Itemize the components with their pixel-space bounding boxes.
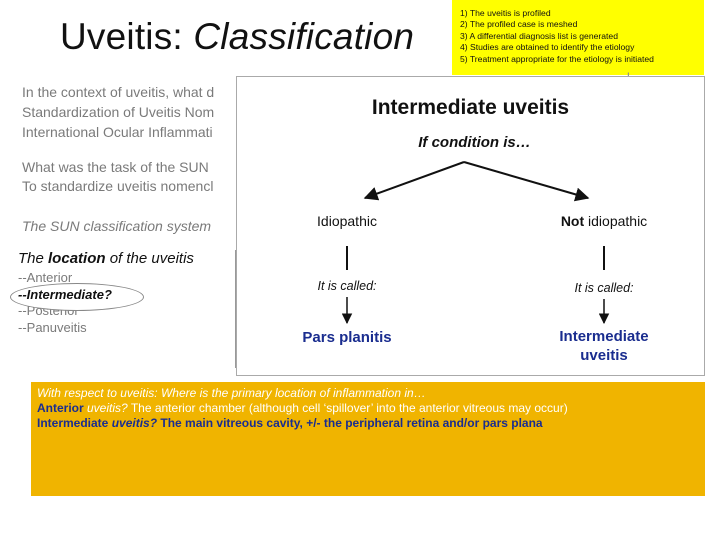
left-called-label: It is called: xyxy=(317,279,377,293)
branch-right-label: Not idiopathic xyxy=(514,213,694,229)
bg-q2-line1: What was the task of the SUN xyxy=(22,159,209,175)
branch-diagram xyxy=(341,161,610,325)
bg-q1-line1: In the context of uveitis, what d xyxy=(22,84,215,100)
result-left-name: Pars planitis xyxy=(302,329,392,346)
right-head-bold: Not xyxy=(560,213,585,229)
bg-q1-line3: International Ocular Inflammati xyxy=(22,124,213,140)
bg-q2-line2: To standardize uveitis nomencl xyxy=(22,178,214,194)
location-heading-post: of the uveitis xyxy=(105,250,194,267)
note-line-3: Intermediate uveitis? The main vitreous … xyxy=(37,416,699,431)
step-item: 3) A differential diagnosis list is gene… xyxy=(460,30,618,41)
background-question-2: What was the task of the SUN To standard… xyxy=(22,158,213,196)
location-heading-bold: location xyxy=(48,250,106,267)
title-italic: Classification xyxy=(193,16,415,57)
result-right-name: Intermediate uveitis xyxy=(514,327,694,365)
steps-box: 1) The uveitis is profiled 2) The profil… xyxy=(452,0,704,75)
note-line-2-italic: uveitis? xyxy=(83,401,128,415)
step-item: 4) Studies are obtained to identify the … xyxy=(460,42,635,53)
location-item: --Panuveitis xyxy=(18,319,87,335)
right-name-line2: uveitis xyxy=(580,347,628,364)
location-item: --Anterior xyxy=(18,270,73,285)
branch-arrow-right xyxy=(463,161,590,202)
background-question-1: In the context of uveitis, what d Standa… xyxy=(22,82,214,142)
note-line-2-rest: The anterior chamber (although cell ‘spi… xyxy=(127,401,568,415)
title-main: Uveitis: xyxy=(60,16,194,57)
right-name-line1: Intermediate xyxy=(559,328,649,345)
slide-title: Uveitis: Classification xyxy=(60,16,414,58)
card-subtitle: If condition is… xyxy=(418,134,531,151)
note-line-2: Anterior uveitis? The anterior chamber (… xyxy=(37,401,699,416)
location-item-highlighted: --Intermediate? xyxy=(18,286,112,302)
right-called-label: It is called: xyxy=(574,281,634,295)
note-line-3-rest: The main vitreous cavity, +/- the periph… xyxy=(157,416,543,430)
card-title: Intermediate uveitis xyxy=(371,96,570,119)
background-question-3: The SUN classification system xyxy=(22,218,212,234)
highlight-ellipse xyxy=(10,283,144,311)
note-line-1: With respect to uveitis: Where is the pr… xyxy=(37,386,426,400)
bg-q1-line2: Standardization of Uveitis Nom xyxy=(22,104,215,120)
location-note-box: With respect to uveitis: Where is the pr… xyxy=(31,382,705,496)
step-item: 1) The uveitis is profiled xyxy=(460,8,551,18)
step-item: 5) Treatment appropriate for the etiolog… xyxy=(460,53,654,64)
right-head-rest: idiopathic xyxy=(584,213,648,229)
note-line-3-italic: uveitis? xyxy=(108,416,158,430)
step-item: 2) The profiled case is meshed xyxy=(460,19,578,30)
location-heading: The location of the uveitis xyxy=(18,250,194,267)
location-heading-pre: The xyxy=(18,250,49,267)
divider-line xyxy=(235,250,236,368)
note-line-2-bold: Anterior xyxy=(37,401,84,415)
branch-arrow-left xyxy=(363,161,465,201)
branch-left-label: Idiopathic xyxy=(317,213,377,229)
intermediate-uveitis-card: Intermediate uveitis If condition is… Id… xyxy=(236,76,705,376)
note-line-3-bold: Intermediate xyxy=(37,416,109,430)
